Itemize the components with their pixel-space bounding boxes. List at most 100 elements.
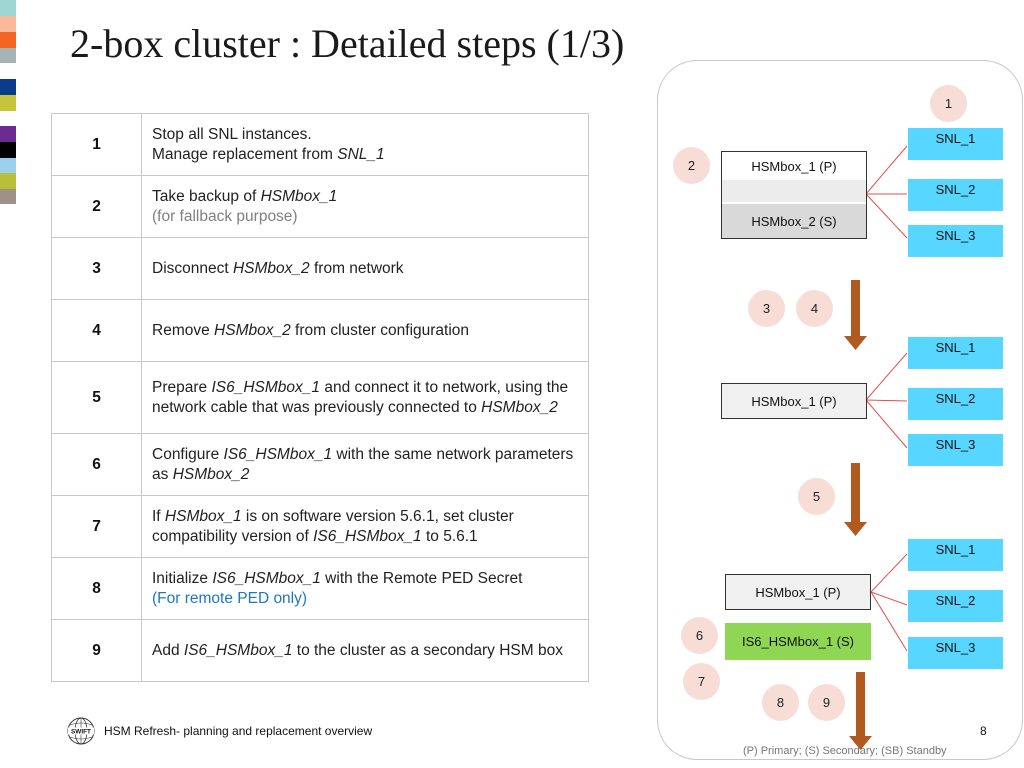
arrow-down-1 [844, 280, 867, 350]
step-description: Configure IS6_HSMbox_1 with the same net… [141, 433, 589, 496]
step-circle-4: 4 [796, 290, 833, 327]
step-text-segment: to the cluster as a secondary HSM box [292, 641, 563, 659]
step-text-segment: HSMbox_2 [481, 398, 558, 416]
step-text-segment: Prepare [152, 378, 212, 396]
step-text-segment: with the same network parameters as [152, 445, 574, 483]
step-row: 9 Add IS6_HSMbox_1 to the cluster as a s… [51, 619, 589, 682]
step-text-segment: Remove [152, 321, 215, 339]
step-text-segment: IS6_HSMbox_1 [183, 641, 293, 659]
snl-box: SNL_2 [907, 589, 1004, 623]
side-swatch-3 [0, 32, 16, 48]
step-circle-9: 9 [808, 684, 845, 721]
snl-box: SNL_2 [907, 178, 1004, 212]
side-swatch-10 [0, 173, 16, 189]
step-text-segment: and connect it to network, using the net… [152, 378, 569, 416]
step-row: 8 Initialize IS6_HSMbox_1 with the Remot… [51, 557, 589, 620]
step-text-segment: Add [152, 641, 184, 659]
side-swatch-4 [0, 48, 16, 63]
step-circle-1: 1 [930, 85, 967, 122]
step-text-segment: is on software version 5.6.1, set cluste… [152, 507, 514, 545]
step-text-segment: Stop all SNL instances. [152, 125, 312, 143]
step-text-segment: from cluster configuration [290, 321, 470, 339]
step-circle-5: 5 [798, 478, 835, 515]
step-text-segment: Disconnect [152, 259, 233, 277]
hsm-primary-box: HSMbox_1 (P) [721, 383, 867, 419]
step-text-segment: IS6_HSMbox_1 [313, 527, 422, 545]
step-row: 5 Prepare IS6_HSMbox_1 and connect it to… [51, 361, 589, 434]
step-number: 9 [51, 619, 142, 682]
step-description: Initialize IS6_HSMbox_1 with the Remote … [141, 557, 589, 620]
snl-box: SNL_1 [907, 336, 1004, 370]
footer-text: HSM Refresh- planning and replacement ov… [104, 724, 373, 738]
snl-box: SNL_1 [907, 538, 1004, 572]
hsm-cluster-box: HSMbox_1 (P) HSMbox_2 (S) [721, 151, 867, 239]
arrow-down-3 [849, 672, 872, 750]
swift-globe-icon: SWIFT [67, 717, 95, 745]
link-hsm1-snl1 [865, 145, 908, 195]
step-text-segment: HSMbox_1 [260, 187, 338, 205]
step-text-segment: from network [309, 259, 404, 277]
step-text-segment: (for fallback purpose) [152, 207, 298, 225]
new-hsm-box: IS6_HSMbox_1 (S) [725, 623, 871, 660]
step-text-segment: If [152, 507, 165, 525]
step-number: 2 [51, 175, 142, 238]
step-text-segment: HSMbox_2 [232, 259, 310, 277]
side-swatch-1 [0, 0, 16, 16]
link-hsm2-snl3 [865, 399, 908, 449]
steps-table: 1 Stop all SNL instances.Manage replacem… [51, 113, 589, 682]
slide-title: 2-box cluster : Detailed steps (1/3) [70, 21, 625, 66]
hsm-primary-box: HSMbox_1 (P) [725, 574, 871, 610]
step-circle-6: 6 [681, 617, 718, 654]
step-text-segment: Take backup of [152, 187, 261, 205]
swift-logo-text: SWIFT [71, 729, 91, 736]
page-number: 8 [980, 724, 987, 738]
step-text-segment: IS6_HSMbox_1 [212, 569, 321, 587]
hsm-primary-label: HSMbox_1 (P) [722, 152, 866, 180]
step-text-segment: IS6_HSMbox_1 [223, 445, 333, 463]
step-number: 6 [51, 433, 142, 496]
arrow-down-2 [844, 463, 867, 536]
step-text-segment: Configure [152, 445, 224, 463]
step-circle-3: 3 [748, 290, 785, 327]
snl-box: SNL_3 [907, 224, 1004, 258]
step-number: 3 [51, 237, 142, 300]
side-swatch-9 [0, 158, 16, 173]
link-hsm3-snl3 [870, 591, 908, 652]
step-description: Disconnect HSMbox_2 from network [141, 237, 589, 300]
step-text-segment: SNL_1 [337, 145, 385, 163]
step-text-segment: to 5.6.1 [421, 527, 478, 545]
step-circle-8: 8 [762, 684, 799, 721]
side-swatch-11 [0, 189, 16, 204]
step-description: Remove HSMbox_2 from cluster configurati… [141, 299, 589, 362]
step-row: 4 Remove HSMbox_2 from cluster configura… [51, 299, 589, 362]
step-text-segment: Initialize [152, 569, 213, 587]
link-hsm3-snl1 [870, 553, 908, 593]
side-swatch-6 [0, 95, 16, 111]
link-hsm1-snl3 [865, 193, 908, 239]
side-swatch-5 [0, 79, 16, 95]
step-description: Prepare IS6_HSMbox_1 and connect it to n… [141, 361, 589, 434]
step-row: 1 Stop all SNL instances.Manage replacem… [51, 113, 589, 176]
link-hsm3-snl2 [870, 591, 908, 606]
step-text-segment: (For remote PED only) [152, 589, 308, 607]
snl-box: SNL_3 [907, 636, 1004, 670]
step-row: 6 Configure IS6_HSMbox_1 with the same n… [51, 433, 589, 496]
step-row: 3 Disconnect HSMbox_2 from network [51, 237, 589, 300]
step-number: 8 [51, 557, 142, 620]
hsm-secondary-label: HSMbox_2 (S) [722, 204, 866, 238]
diagram-legend: (P) Primary; (S) Secondary; (SB) Standby [743, 745, 947, 757]
step-text-segment: HSMbox_2 [172, 465, 250, 483]
step-circle-2: 2 [673, 147, 710, 184]
step-text-segment: IS6_HSMbox_1 [211, 378, 321, 396]
step-text-segment: Manage replacement from [152, 145, 338, 163]
step-text-segment: HSMbox_1 [164, 507, 242, 525]
hsm-divider [722, 180, 866, 202]
link-hsm2-snl1 [865, 352, 908, 401]
step-number: 7 [51, 495, 142, 558]
step-description: Add IS6_HSMbox_1 to the cluster as a sec… [141, 619, 589, 682]
side-swatch-7 [0, 126, 16, 142]
link-hsm2-snl2 [865, 399, 908, 402]
step-text-segment: with the Remote PED Secret [320, 569, 523, 587]
step-number: 5 [51, 361, 142, 434]
